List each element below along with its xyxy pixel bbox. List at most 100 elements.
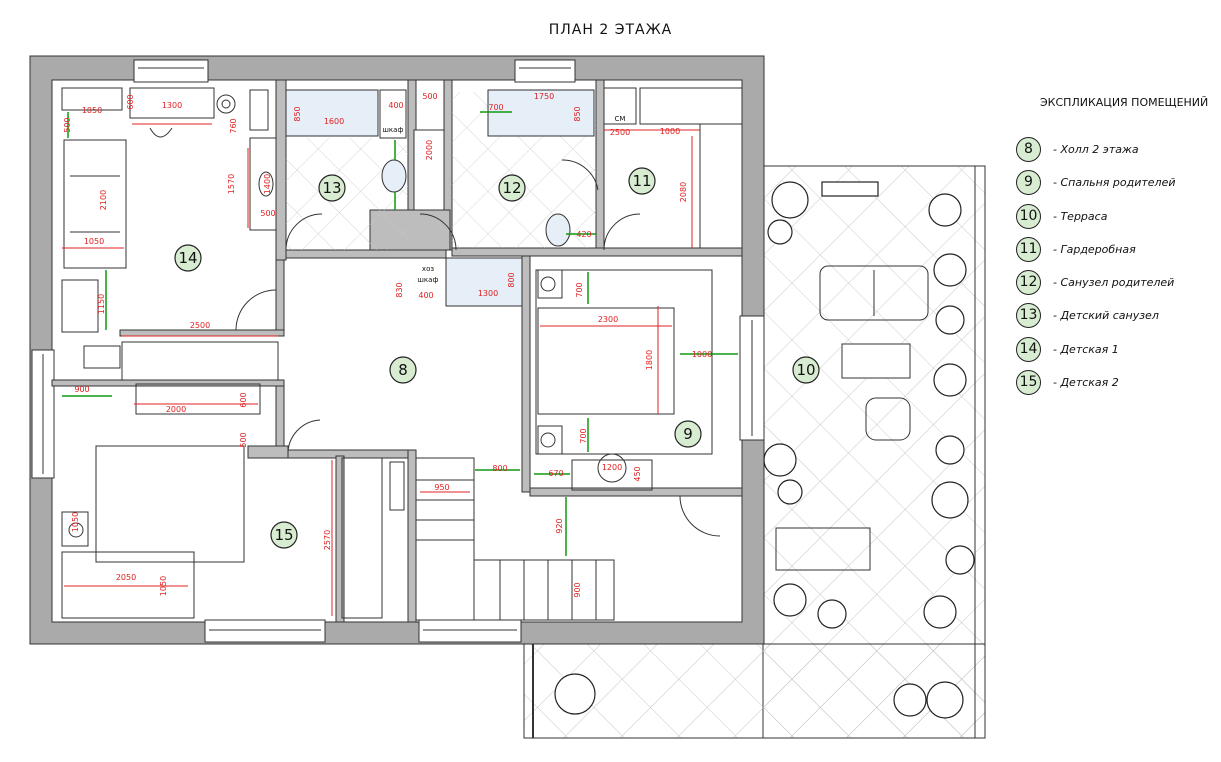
svg-text:1200: 1200 bbox=[602, 463, 622, 472]
room-12-fixtures bbox=[445, 89, 595, 307]
svg-text:600: 600 bbox=[126, 94, 135, 109]
svg-text:600: 600 bbox=[239, 392, 248, 407]
terrace-furniture bbox=[775, 265, 929, 571]
svg-text:СМ: СМ bbox=[615, 115, 626, 123]
svg-text:2050: 2050 bbox=[116, 573, 136, 582]
svg-text:2000: 2000 bbox=[425, 140, 434, 160]
svg-text:500: 500 bbox=[260, 209, 275, 218]
svg-text:760: 760 bbox=[229, 118, 238, 133]
legend-item: 12 - Санузел родителей bbox=[1016, 269, 1174, 295]
svg-text:2300: 2300 bbox=[598, 315, 618, 324]
green-dimension-lines bbox=[62, 111, 738, 556]
legend-badge: 10 bbox=[1016, 203, 1041, 229]
svg-text:450: 450 bbox=[633, 466, 642, 481]
svg-text:2100: 2100 bbox=[99, 190, 108, 210]
svg-text:850: 850 bbox=[573, 106, 582, 121]
room-badge-8: 8 bbox=[389, 356, 417, 384]
legend-label: - Детская 1 bbox=[1053, 342, 1119, 356]
svg-text:700: 700 bbox=[575, 282, 584, 297]
legend-badge: 11 bbox=[1016, 236, 1041, 262]
svg-text:400: 400 bbox=[418, 291, 433, 300]
svg-text:830: 830 bbox=[395, 282, 404, 297]
svg-text:14: 14 bbox=[178, 249, 197, 267]
legend-label: - Терраса bbox=[1053, 209, 1108, 223]
legend-item: 13 - Детский санузел bbox=[1016, 302, 1159, 328]
svg-text:1150: 1150 bbox=[97, 294, 106, 314]
svg-text:10: 10 bbox=[796, 361, 815, 379]
svg-text:1050: 1050 bbox=[82, 106, 102, 115]
svg-text:2080: 2080 bbox=[679, 182, 688, 202]
svg-text:11: 11 bbox=[632, 172, 651, 190]
room-badge-14: 14 bbox=[174, 244, 202, 272]
svg-text:13: 13 bbox=[322, 179, 341, 197]
legend-label: - Детская 2 bbox=[1053, 375, 1119, 389]
legend-label: - Детский санузел bbox=[1053, 308, 1159, 322]
svg-text:1050: 1050 bbox=[71, 512, 80, 532]
svg-text:1050: 1050 bbox=[159, 576, 168, 596]
svg-text:400: 400 bbox=[388, 101, 403, 110]
svg-text:1570: 1570 bbox=[227, 174, 236, 194]
svg-text:950: 950 bbox=[434, 483, 449, 492]
svg-text:2000: 2000 bbox=[166, 405, 186, 414]
legend-badge: 12 bbox=[1016, 269, 1041, 295]
svg-text:900: 900 bbox=[74, 385, 89, 394]
room-badge-13: 13 bbox=[318, 174, 346, 202]
red-dimension-lines bbox=[62, 123, 700, 616]
legend-badge: 9 bbox=[1016, 169, 1041, 195]
svg-text:9: 9 bbox=[683, 425, 693, 443]
svg-text:420: 420 bbox=[576, 230, 591, 239]
svg-text:шкаф: шкаф bbox=[418, 276, 439, 284]
outer-walls bbox=[29, 55, 765, 645]
room-badge-9: 9 bbox=[674, 420, 702, 448]
svg-text:15: 15 bbox=[274, 526, 293, 544]
svg-text:2500: 2500 bbox=[610, 128, 630, 137]
svg-text:670: 670 bbox=[548, 469, 563, 478]
legend-item: 8 - Холл 2 этажа bbox=[1016, 136, 1139, 162]
legend-item: 15 - Детская 2 bbox=[1016, 369, 1119, 395]
doors bbox=[235, 159, 721, 537]
room-15-furniture bbox=[61, 345, 383, 619]
legend-label: - Спальня родителей bbox=[1053, 175, 1176, 189]
legend-label: - Гардеробная bbox=[1053, 242, 1136, 256]
svg-text:1400: 1400 bbox=[263, 174, 272, 194]
legend-label: - Холл 2 этажа bbox=[1053, 142, 1139, 156]
legend-badge: 13 bbox=[1016, 302, 1041, 328]
svg-text:700: 700 bbox=[579, 428, 588, 443]
svg-text:1300: 1300 bbox=[162, 101, 182, 110]
legend-badge: 14 bbox=[1016, 336, 1041, 362]
room-14-furniture bbox=[61, 87, 279, 381]
svg-text:1300: 1300 bbox=[478, 289, 498, 298]
plants bbox=[554, 181, 975, 719]
svg-text:800: 800 bbox=[492, 464, 507, 473]
legend-item: 9 - Спальня родителей bbox=[1016, 169, 1176, 195]
room-badge-15: 15 bbox=[270, 521, 298, 549]
stairs bbox=[389, 457, 615, 621]
svg-text:1800: 1800 bbox=[645, 350, 654, 370]
room-badge-11: 11 bbox=[628, 167, 656, 195]
svg-text:1600: 1600 bbox=[324, 117, 344, 126]
svg-text:850: 850 bbox=[293, 106, 302, 121]
svg-text:900: 900 bbox=[573, 582, 582, 597]
svg-text:500: 500 bbox=[239, 432, 248, 447]
room-9-furniture bbox=[535, 269, 713, 491]
room-badge-10: 10 bbox=[792, 356, 820, 384]
svg-text:1000: 1000 bbox=[692, 350, 712, 359]
svg-text:920: 920 bbox=[555, 518, 564, 533]
svg-text:2500: 2500 bbox=[190, 321, 210, 330]
legend-item: 10 - Терраса bbox=[1016, 203, 1107, 229]
legend-badge: 15 bbox=[1016, 369, 1041, 395]
svg-text:шкаф: шкаф bbox=[383, 126, 404, 134]
svg-text:500: 500 bbox=[422, 92, 437, 101]
legend-title: ЭКСПЛИКАЦИЯ ПОМЕЩЕНИЙ bbox=[1040, 96, 1209, 109]
legend-label: - Санузел родителей bbox=[1053, 275, 1175, 289]
dimension-labels: 1050 600 1300 760 850 1600 400 500 1750 … bbox=[63, 92, 712, 598]
room-badge-12: 12 bbox=[498, 174, 526, 202]
legend-badge: 8 bbox=[1016, 136, 1041, 162]
svg-text:700: 700 bbox=[488, 103, 503, 112]
room-11-wardrobe bbox=[603, 87, 743, 249]
svg-text:2570: 2570 bbox=[323, 530, 332, 550]
page-title: ПЛАН 2 ЭТАЖА bbox=[548, 22, 673, 38]
room-number-badges: 14 13 12 11 8 9 10 15 bbox=[174, 167, 820, 549]
svg-text:1000: 1000 bbox=[660, 127, 680, 136]
